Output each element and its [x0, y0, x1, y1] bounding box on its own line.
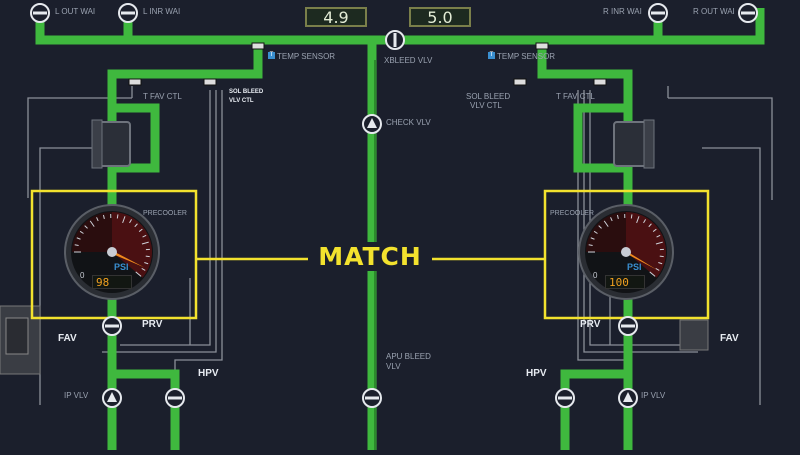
- indicator-temp-right-icon: [536, 43, 548, 49]
- label-sol-bleed-left-1: SOL BLEED: [229, 88, 263, 97]
- label-check-vlv: CHECK VLV: [386, 118, 431, 127]
- indicator-temp-left-icon: [252, 43, 264, 49]
- gauge-left-readout: 98: [92, 275, 132, 289]
- label-apu-bleed-2: VLV: [386, 362, 401, 371]
- precooler-left-icon: [92, 120, 130, 168]
- valve-l-inr-wai-icon: [119, 4, 137, 22]
- label-r-out-wai: R OUT WAI: [693, 7, 735, 16]
- fav-left-icon: [0, 306, 40, 374]
- label-fav-left: FAV: [58, 334, 77, 343]
- label-prv-left: PRV: [142, 320, 162, 329]
- valve-r-out-wai-icon: [739, 4, 757, 22]
- indicator-sol-right-icon: [514, 79, 526, 85]
- valve-hpv-left-icon: [166, 389, 184, 407]
- valve-prv-left-icon: [103, 317, 121, 335]
- temp-badge-right: T: [488, 52, 495, 59]
- gauge-left-min: 0: [80, 271, 84, 280]
- valve-r-inr-wai-icon: [649, 4, 667, 22]
- gauge-left-label: PRECOOLER: [143, 209, 187, 218]
- valve-hpv-right-icon: [556, 389, 574, 407]
- valve-xbleed-icon: [386, 31, 404, 49]
- label-r-inr-wai: R INR WAI: [603, 7, 642, 16]
- temp-badge-left: T: [268, 52, 275, 59]
- valve-ip-left-icon: [103, 389, 121, 407]
- valve-ip-right-icon: [619, 389, 637, 407]
- label-xbleed-vlv: XBLEED VLV: [384, 56, 432, 65]
- label-fav-right: FAV: [720, 334, 739, 343]
- label-ip-vlv-right: IP VLV: [641, 391, 665, 400]
- label-l-inr-wai: L INR WAI: [143, 7, 180, 16]
- label-temp-sensor-left: TEMP SENSOR: [277, 52, 335, 61]
- valve-apu-bleed-icon: [363, 389, 381, 407]
- precooler-right-icon: [614, 120, 654, 168]
- indicator-t-fav-right-icon: [594, 79, 606, 85]
- label-sol-bleed-right-2: VLV CTL: [470, 101, 502, 110]
- label-ip-vlv-left: IP VLV: [64, 391, 88, 400]
- gauge-right-min: 0: [593, 271, 597, 280]
- label-t-fav-ctl-right: T FAV CTL: [556, 92, 595, 101]
- label-prv-right: PRV: [580, 320, 600, 329]
- indicator-sol-left-icon: [204, 79, 216, 85]
- label-hpv-left: HPV: [198, 369, 219, 378]
- gauge-right-label: PRECOOLER: [550, 209, 594, 218]
- match-annotation: MATCH: [308, 242, 432, 271]
- label-temp-sensor-right: TEMP SENSOR: [497, 52, 555, 61]
- fav-right-icon: [680, 320, 708, 350]
- valve-l-out-wai-icon: [31, 4, 49, 22]
- gauge-left-unit: PSI: [114, 263, 129, 272]
- valve-check-icon: [363, 115, 381, 133]
- label-l-out-wai: L OUT WAI: [55, 7, 95, 16]
- valve-prv-right-icon: [619, 317, 637, 335]
- label-apu-bleed-1: APU BLEED: [386, 352, 431, 361]
- right-pressure-display: 5.0: [409, 7, 471, 27]
- label-hpv-right: HPV: [526, 369, 547, 378]
- indicator-t-fav-left-icon: [129, 79, 141, 85]
- label-sol-bleed-right-1: SOL BLEED: [466, 92, 510, 101]
- label-t-fav-ctl-left: T FAV CTL: [143, 92, 182, 101]
- left-pressure-display: 4.9: [305, 7, 367, 27]
- gauge-right-unit: PSI: [627, 263, 642, 272]
- label-sol-bleed-left-2: VLV CTL: [229, 97, 254, 106]
- gauge-right-readout: 100: [605, 275, 645, 289]
